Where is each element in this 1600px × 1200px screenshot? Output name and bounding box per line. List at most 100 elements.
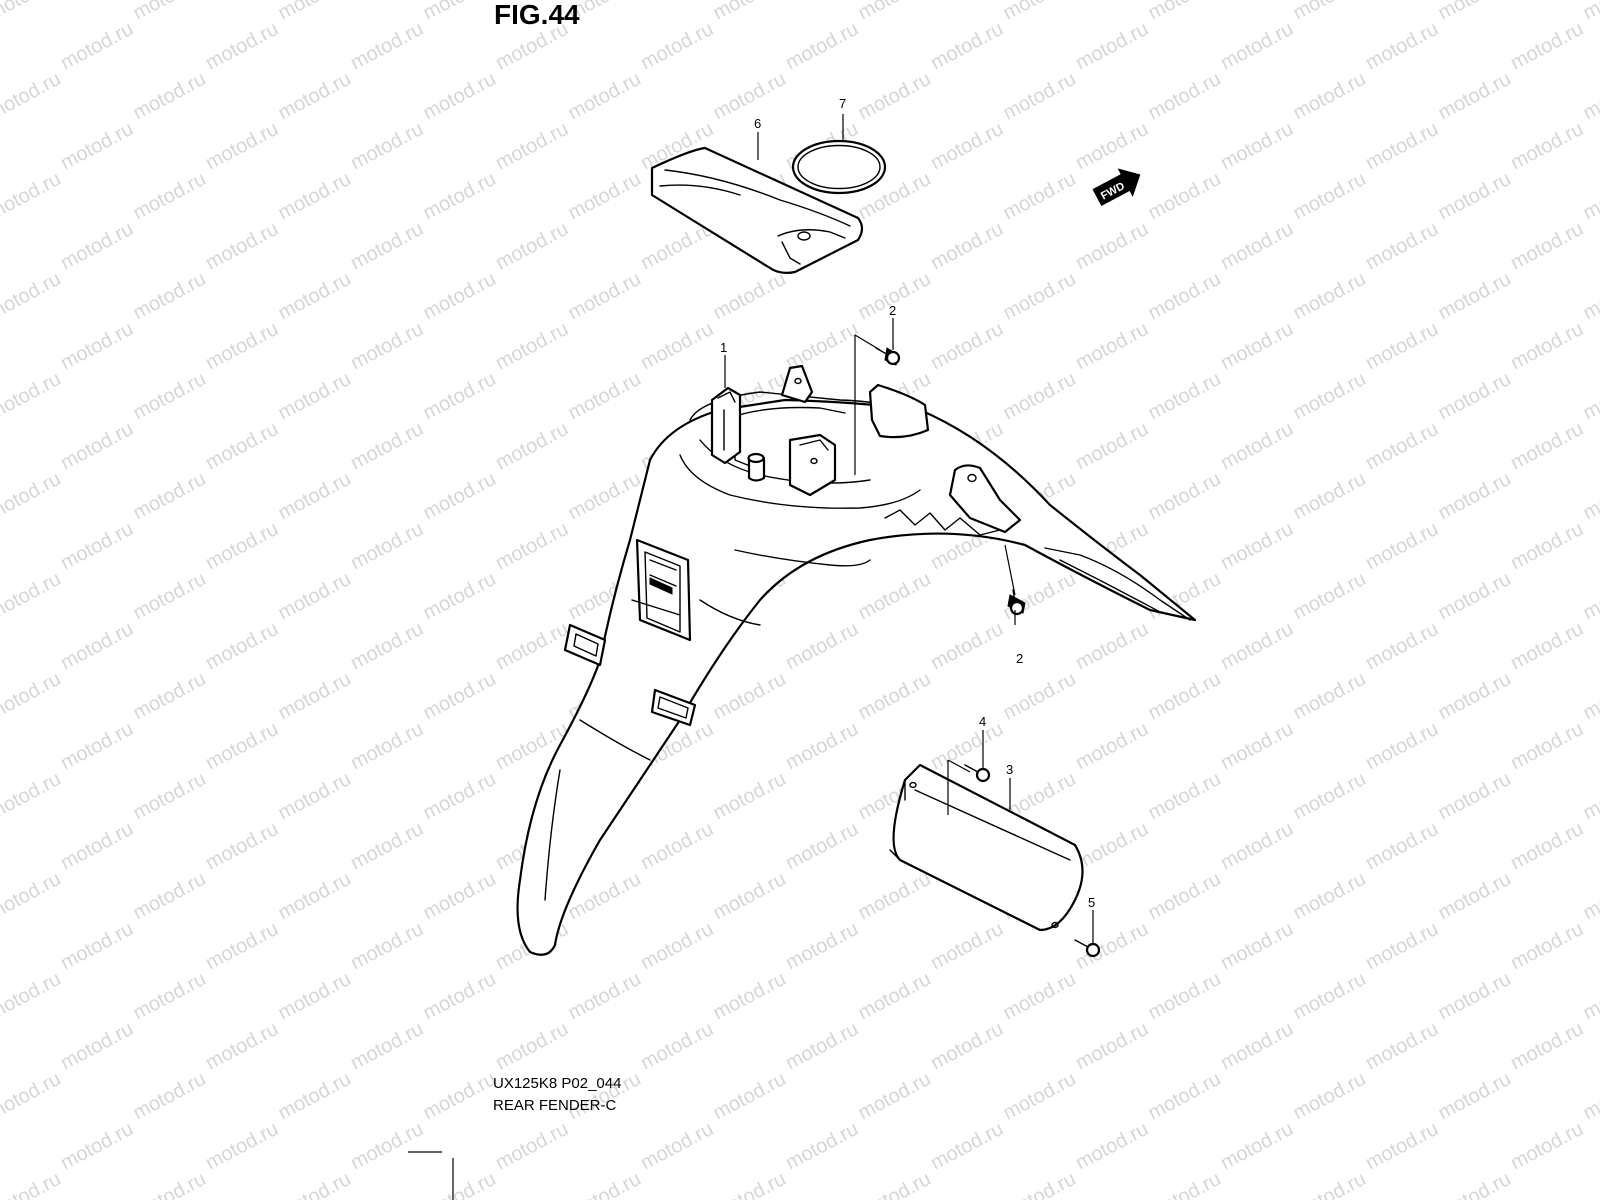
watermark-text: motod.ru (202, 1118, 282, 1174)
watermark-text: motod.ru (710, 668, 790, 724)
watermark-text: motod.ru (710, 1068, 790, 1124)
watermark-text: motod.ru (927, 918, 1007, 974)
watermark-text: motod.ru (1435, 0, 1515, 24)
watermark-text: motod.ru (1507, 1018, 1587, 1074)
watermark-text: motod.ru (275, 368, 355, 424)
watermark-text: motod.ru (1435, 668, 1515, 724)
watermark-text: motod.ru (1580, 568, 1600, 624)
watermark-text: motod.ru (420, 468, 500, 524)
fwd-arrow-icon: FWD (1092, 168, 1141, 207)
watermark-text: motod.ru (1362, 718, 1442, 774)
watermark-text: motod.ru (202, 318, 282, 374)
leader-lines (724, 114, 1094, 943)
watermark-text: motod.ru (565, 268, 645, 324)
watermark-text: motod.ru (1362, 118, 1442, 174)
rear-fender-part (516, 364, 1197, 956)
watermark-text: motod.ru (347, 318, 427, 374)
watermark-text: motod.ru (855, 868, 935, 924)
watermark-text: motod.ru (347, 418, 427, 474)
watermark-text: motod.ru (1145, 0, 1225, 24)
watermark-text: motod.ru (275, 1068, 355, 1124)
watermark-text: motod.ru (927, 618, 1007, 674)
bolt-lower-part (1007, 589, 1026, 616)
watermark-text: motod.ru (0, 668, 65, 724)
watermark-text: motod.ru (927, 218, 1007, 274)
watermark-text: motod.ru (1362, 318, 1442, 374)
watermark-text: motod.ru (1290, 568, 1370, 624)
watermark-text: motod.ru (1435, 768, 1515, 824)
watermark-text: motod.ru (275, 968, 355, 1024)
watermark-text: motod.ru (1580, 268, 1600, 324)
watermark-text: motod.ru (1290, 368, 1370, 424)
watermark-text: motod.ru (1435, 268, 1515, 324)
watermark-text: motod.ru (420, 668, 500, 724)
watermark-text: motod.ru (1072, 418, 1152, 474)
watermark-text: motod.ru (637, 1018, 717, 1074)
watermark-text: motod.ru (0, 68, 65, 124)
watermark-text: motod.ru (202, 518, 282, 574)
watermark-text: motod.ru (1000, 268, 1080, 324)
ring-part (791, 139, 887, 195)
watermark-text: motod.ru (1217, 218, 1297, 274)
diagram-name: REAR FENDER-C (493, 1097, 617, 1114)
watermark-text: motod.ru (1362, 1118, 1442, 1174)
watermark-text: motod.ru (1217, 18, 1297, 74)
watermark-text: motod.ru (927, 18, 1007, 74)
watermark-text: motod.ru (1000, 1068, 1080, 1124)
bolt-upper-part (875, 347, 901, 366)
watermark-text: motod.ru (57, 518, 137, 574)
watermark-text: motod.ru (927, 118, 1007, 174)
watermark-text: motod.ru (1290, 868, 1370, 924)
watermark-text: motod.ru (347, 918, 427, 974)
watermark-text: motod.ru (1580, 668, 1600, 724)
watermark-text: motod.ru (420, 768, 500, 824)
watermark-text: motod.ru (1362, 1018, 1442, 1074)
watermark-text: motod.ru (1435, 368, 1515, 424)
watermark-text: motod.ru (1000, 68, 1080, 124)
watermark-text: motod.ru (202, 118, 282, 174)
watermark-text: motod.ru (275, 568, 355, 624)
watermark-text: motod.ru (1290, 1068, 1370, 1124)
watermark-text: motod.ru (275, 468, 355, 524)
watermark-text: motod.ru (1000, 1168, 1080, 1200)
watermark-text: motod.ru (1580, 868, 1600, 924)
watermark-text: motod.ru (57, 318, 137, 374)
watermark-text: motod.ru (637, 18, 717, 74)
pad-part (650, 146, 864, 274)
watermark-text: motod.ru (1072, 1118, 1152, 1174)
watermark-text: motod.ru (492, 118, 572, 174)
watermark-text: motod.ru (1072, 118, 1152, 174)
watermark-text: motod.ru (420, 868, 500, 924)
watermark-text: motod.ru (130, 68, 210, 124)
watermark-text: motod.ru (0, 0, 65, 24)
watermark-text: motod.ru (1435, 468, 1515, 524)
watermark-text: motod.ru (202, 1018, 282, 1074)
watermark-text: motod.ru (1507, 18, 1587, 74)
watermark-text: motod.ru (275, 68, 355, 124)
watermark-text: motod.ru (130, 868, 210, 924)
watermark-text: motod.ru (1580, 768, 1600, 824)
watermark-text: motod.ru (637, 818, 717, 874)
watermark-text: motod.ru (0, 868, 65, 924)
watermark-text: motod.ru (1145, 668, 1225, 724)
watermark-text: motod.ru (57, 418, 137, 474)
watermark-text: motod.ru (565, 468, 645, 524)
watermark-text: motod.ru (1435, 568, 1515, 624)
watermark-text: motod.ru (710, 68, 790, 124)
watermark-text: motod.ru (782, 818, 862, 874)
watermark-text: motod.ru (1290, 168, 1370, 224)
watermark-text: motod.ru (855, 68, 935, 124)
watermark-text: motod.ru (1217, 918, 1297, 974)
watermark-text: motod.ru (130, 768, 210, 824)
watermark-text: motod.ru (420, 368, 500, 424)
watermark-text: motod.ru (347, 618, 427, 674)
watermark-text: motod.ru (57, 718, 137, 774)
watermark-text: motod.ru (1000, 968, 1080, 1024)
watermark-text: motod.ru (1507, 1118, 1587, 1174)
watermark-text: motod.ru (782, 18, 862, 74)
watermark-text: motod.ru (710, 0, 790, 24)
watermark-text: motod.ru (130, 968, 210, 1024)
watermark-text: motod.ru (130, 168, 210, 224)
watermark-text: motod.ru (1580, 1168, 1600, 1200)
watermark-text: motod.ru (130, 1168, 210, 1200)
